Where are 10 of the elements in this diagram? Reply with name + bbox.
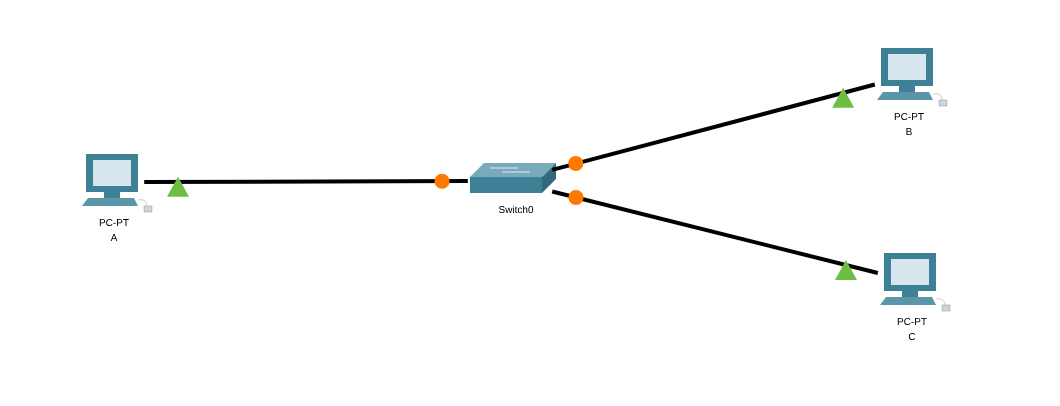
device-name-label: A [110, 234, 118, 241]
device-name-label: Switch0 [498, 205, 534, 214]
device-name-label: C [908, 333, 916, 341]
device-model-label: PC-PT [894, 113, 924, 121]
network-link [551, 189, 879, 275]
network-link [144, 179, 468, 184]
device-model-label: PC-PT [897, 318, 927, 326]
device-name-label: B [906, 128, 912, 135]
network-link [551, 82, 876, 172]
device-model-label: PC-PT [99, 219, 129, 227]
